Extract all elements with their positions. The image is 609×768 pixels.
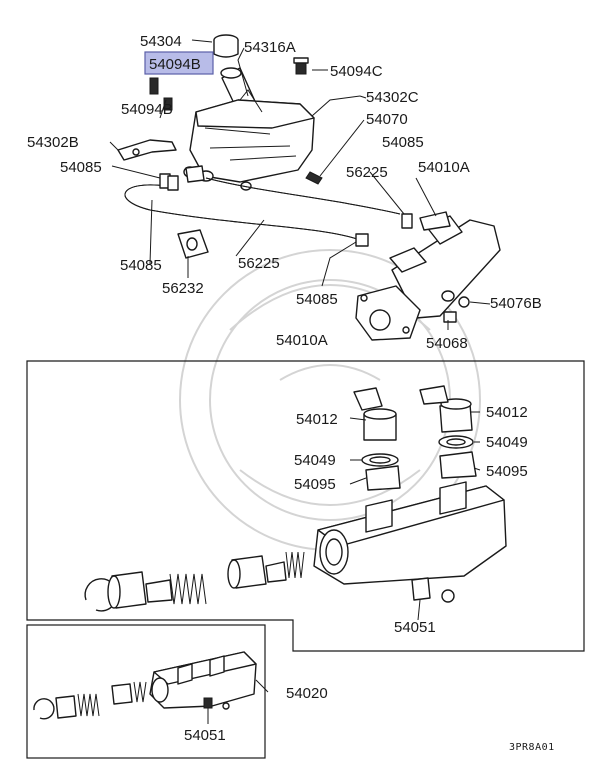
- highlight-box-54094b: [144, 51, 214, 75]
- label-54302c: 54302C: [366, 89, 419, 106]
- part-labels: 54304 54094B 54316A 54094C 54094B 54302C…: [27, 33, 555, 753]
- label-54094b-highlight[interactable]: 54094B: [149, 56, 201, 73]
- label-54094c: 54094C: [330, 63, 383, 80]
- diagram-code: 3PR8A01: [509, 742, 555, 753]
- label-54070: 54070: [366, 111, 408, 128]
- label-54012-right: 54012: [486, 404, 528, 421]
- label-56232: 56232: [162, 280, 204, 297]
- label-54051-b: 54051: [184, 727, 226, 744]
- master-cylinder-top: [355, 211, 501, 341]
- label-54094b: 54094B: [121, 101, 173, 118]
- label-54085-a: 54085: [60, 159, 102, 176]
- label-54010a-box: 54010A: [276, 332, 328, 349]
- label-54012-left: 54012: [296, 411, 338, 428]
- label-54085-d: 54085: [296, 291, 338, 308]
- label-54095-left: 54095: [294, 476, 336, 493]
- label-54049-left: 54049: [294, 452, 336, 469]
- label-54076b: 54076B: [490, 295, 542, 312]
- label-54095-right: 54095: [486, 463, 528, 480]
- label-56225-a: 56225: [346, 164, 388, 181]
- label-54010a-top: 54010A: [418, 159, 470, 176]
- label-54316a: 54316A: [244, 39, 296, 56]
- leader-lines: [109, 39, 491, 724]
- box-54010a: [26, 360, 585, 652]
- reservoir-assembly: [117, 34, 361, 191]
- label-54085-b: 54085: [382, 134, 424, 151]
- label-54304: 54304: [140, 33, 182, 50]
- box-54020: [26, 624, 266, 759]
- label-54049-right: 54049: [486, 434, 528, 451]
- hoses: [124, 173, 413, 259]
- label-54068: 54068: [426, 335, 468, 352]
- label-54020: 54020: [286, 685, 328, 702]
- label-56225-b: 56225: [238, 255, 280, 272]
- label-54051-a: 54051: [394, 619, 436, 636]
- label-54085-c: 54085: [120, 257, 162, 274]
- label-54302b: 54302B: [27, 134, 79, 151]
